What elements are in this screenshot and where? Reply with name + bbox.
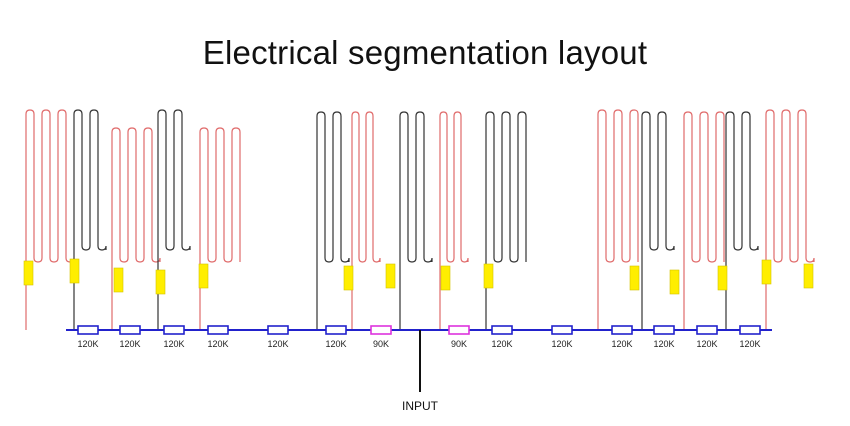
resistor-7	[370, 325, 392, 335]
resistor-chain	[77, 325, 761, 335]
meander-4	[157, 109, 191, 251]
meander-9	[439, 111, 469, 263]
resistor-label-9: 120K	[491, 339, 512, 349]
resistor-4	[207, 325, 229, 335]
resistor-label-13: 120K	[696, 339, 717, 349]
resistor-9	[491, 325, 513, 335]
contact-pads	[23, 258, 814, 295]
resistor-label-11: 120K	[611, 339, 632, 349]
resistor-label-2: 120K	[119, 339, 140, 349]
meander-5	[199, 127, 241, 263]
contact-pad-14	[803, 263, 814, 289]
contact-pad-2	[69, 258, 80, 284]
meander-15	[765, 109, 815, 263]
contact-pad-11	[669, 269, 680, 295]
resistor-label-8: 90K	[451, 339, 467, 349]
contact-pad-8	[440, 265, 451, 291]
meander-14	[725, 111, 759, 251]
resistor-label-1: 120K	[77, 339, 98, 349]
resistor-label-4: 120K	[207, 339, 228, 349]
resistor-11	[611, 325, 633, 335]
resistor-13	[696, 325, 718, 335]
meander-11	[597, 109, 639, 263]
resistor-label-6: 120K	[325, 339, 346, 349]
meander-2	[73, 109, 107, 251]
resistor-label-10: 120K	[551, 339, 572, 349]
contact-pad-5	[198, 263, 209, 289]
contact-pad-6	[343, 265, 354, 291]
meander-1	[25, 109, 75, 263]
meander-7	[351, 111, 381, 263]
meander-8	[399, 111, 433, 263]
resistor-10	[551, 325, 573, 335]
resistor-labels: 120K 120K 120K 120K 120K 120K 90K 90K 120K 120K 12…	[77, 339, 760, 349]
meander-3	[111, 127, 161, 263]
resistor-2	[119, 325, 141, 335]
contact-pad-1	[23, 260, 34, 286]
resistor-label-5: 120K	[267, 339, 288, 349]
input-group: INPUT	[402, 330, 439, 413]
resistor-8	[448, 325, 470, 335]
resistor-label-14: 120K	[739, 339, 760, 349]
contact-pad-10	[629, 265, 640, 291]
meander-10	[485, 111, 527, 263]
resistor-1	[77, 325, 99, 335]
contact-pad-4	[155, 269, 166, 295]
resistor-5	[267, 325, 289, 335]
meander-13	[683, 111, 725, 263]
meander-12	[641, 111, 675, 251]
resistor-6	[325, 325, 347, 335]
contact-pad-12	[717, 265, 728, 291]
input-label: INPUT	[402, 399, 439, 413]
contact-pad-3	[113, 267, 124, 293]
resistor-label-7: 90K	[373, 339, 389, 349]
diagram-title: Electrical segmentation layout	[202, 34, 648, 71]
resistor-label-3: 120K	[163, 339, 184, 349]
contact-pad-9	[483, 263, 494, 289]
contact-pad-13	[761, 259, 772, 285]
resistor-3	[163, 325, 185, 335]
contact-pad-7	[385, 263, 396, 289]
meander-traces	[25, 109, 815, 330]
resistor-12	[653, 325, 675, 335]
resistor-label-12: 120K	[653, 339, 674, 349]
meander-6	[316, 111, 350, 263]
resistor-14	[739, 325, 761, 335]
